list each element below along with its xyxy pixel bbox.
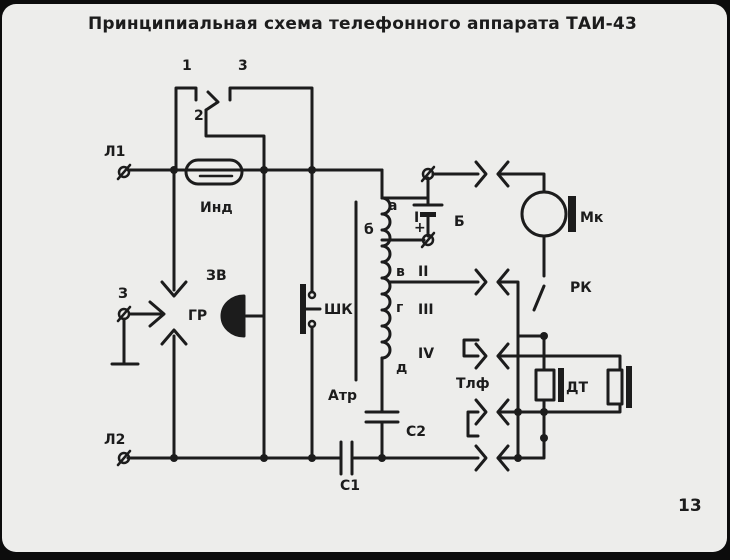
microphone: [520, 190, 576, 278]
label-winding-2: II: [418, 264, 428, 280]
terminal-l2: [116, 449, 132, 467]
junction-dot: [308, 454, 316, 462]
autotransformer: [354, 168, 392, 414]
label-button: ШК: [324, 302, 353, 318]
lever-switch: [174, 86, 314, 294]
page-number: 13: [678, 496, 702, 516]
handset-switch: [516, 284, 546, 372]
junction-dot: [260, 454, 268, 462]
junction-dot: [514, 454, 522, 462]
junction-dot: [378, 454, 386, 462]
label-tap-d: д: [396, 360, 407, 376]
capacitor-c1: [339, 440, 354, 476]
label-plus: +: [414, 220, 426, 236]
label-c1: С1: [340, 478, 360, 494]
indicator-lamp: [184, 158, 244, 186]
label-spark-gap: ГР: [188, 308, 207, 324]
jack-microphone: [431, 160, 546, 194]
junction-dot: [308, 166, 316, 174]
label-l2: Л2: [104, 432, 125, 448]
label-lever-2: 2: [194, 108, 204, 124]
label-winding-1: I: [414, 210, 419, 226]
label-handset-switch: РК: [570, 280, 592, 296]
junction-dot: [260, 166, 268, 174]
label-tap-a: а: [388, 198, 397, 214]
label-tap-b: б: [364, 222, 374, 238]
junction-dot: [540, 434, 548, 442]
label-bell: ЗВ: [206, 268, 227, 284]
label-lever-3: 3: [238, 58, 248, 74]
label-microphone: Мк: [580, 210, 604, 226]
label-tap-v: в: [396, 264, 405, 280]
label-battery: Б: [454, 214, 465, 230]
label-l1: Л1: [104, 144, 125, 160]
junction-dot: [514, 408, 522, 416]
push-button: [300, 284, 322, 460]
ground-symbol: [110, 317, 140, 366]
label-c2: С2: [406, 424, 426, 440]
diagram-title: Принципиальная схема телефонного аппарат…: [88, 14, 637, 34]
label-indicator: Инд: [200, 200, 233, 216]
label-telephone: Тлф: [456, 376, 490, 392]
battery: [380, 176, 444, 242]
spark-gap: [148, 168, 188, 460]
terminal-l1: [116, 163, 132, 181]
label-winding-4: IV: [418, 346, 434, 362]
label-tap-g: г: [396, 300, 403, 316]
junction-dot: [540, 408, 548, 416]
jack-telephone: [462, 338, 622, 438]
bell: [220, 168, 266, 460]
jack-line-l2: [474, 436, 546, 472]
junction-dot: [540, 332, 548, 340]
earphone: [534, 366, 632, 440]
junction-dot: [170, 454, 178, 462]
jack-winding-2: [388, 268, 520, 460]
terminal-battery-bottom: [420, 231, 436, 249]
junction-dot: [170, 166, 178, 174]
label-ground: З: [118, 286, 128, 302]
label-winding-3: III: [418, 302, 434, 318]
label-lever-1: 1: [182, 58, 192, 74]
capacitor-c2: [364, 410, 400, 460]
label-transformer: Атр: [328, 388, 357, 404]
label-earphone: ДТ: [566, 380, 588, 396]
